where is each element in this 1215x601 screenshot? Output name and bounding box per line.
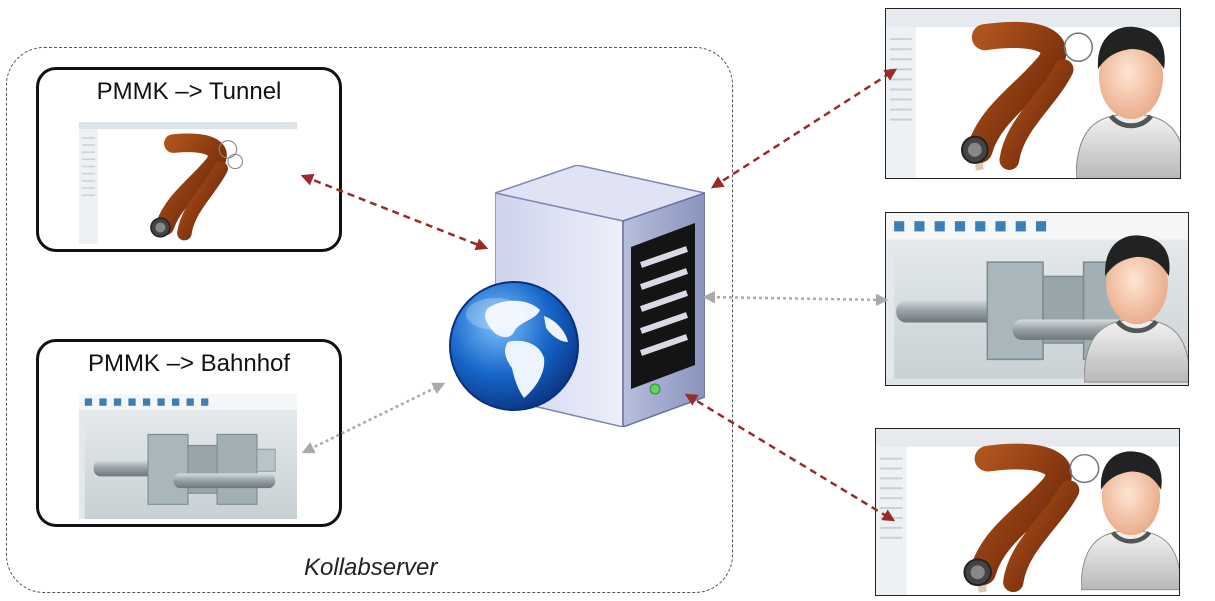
kollabserver-area bbox=[6, 47, 733, 593]
arrow-tunnel-server bbox=[300, 173, 489, 251]
cad-thumbnail-bahnhof bbox=[79, 394, 297, 519]
server-label: Kollabserver bbox=[304, 554, 438, 581]
arrow-server-client-1 bbox=[710, 68, 898, 189]
user-avatar-icon bbox=[1084, 235, 1188, 383]
arrow-server-client-2 bbox=[702, 290, 889, 307]
cad-thumbnail-tunnel bbox=[79, 122, 297, 244]
user-avatar-icon bbox=[1076, 26, 1180, 178]
model-box-tunnel: PMMK –> Tunnel bbox=[36, 67, 342, 252]
model-box-bahnhof: PMMK –> Bahnhof bbox=[36, 339, 342, 527]
model-title-bahnhof: PMMK –> Bahnhof bbox=[87, 350, 291, 377]
arrow-server-client-3 bbox=[684, 393, 896, 522]
arrow-bahnhof-server bbox=[301, 382, 446, 454]
client-window-1 bbox=[885, 8, 1181, 179]
globe-icon bbox=[449, 281, 579, 411]
model-title-tunnel: PMMK –> Tunnel bbox=[96, 78, 282, 105]
client-window-2 bbox=[885, 212, 1189, 386]
user-avatar-icon bbox=[1081, 451, 1179, 591]
